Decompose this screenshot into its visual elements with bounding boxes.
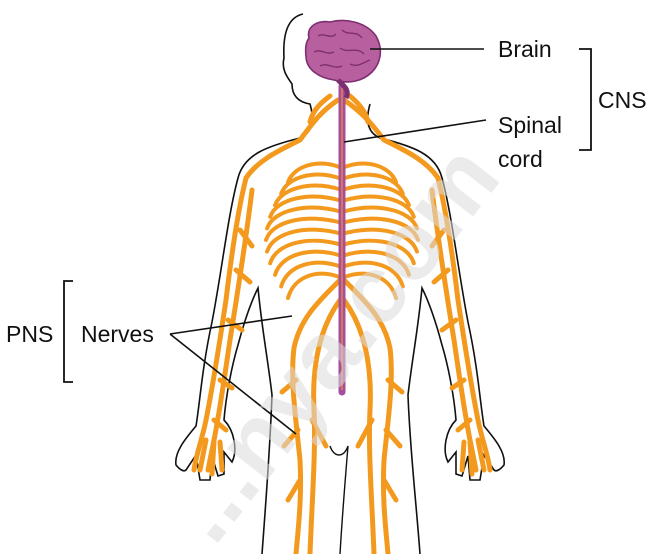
cns-label: CNS bbox=[598, 87, 647, 113]
brain-label: Brain bbox=[498, 36, 552, 62]
pns-label: PNS bbox=[6, 321, 53, 347]
pns-bracket bbox=[64, 281, 73, 382]
crotch-outline bbox=[330, 446, 348, 554]
brain bbox=[306, 21, 381, 98]
spinal-cord-label-line1: Spinal bbox=[498, 112, 562, 138]
nerves-label: Nerves bbox=[81, 321, 154, 347]
spinal-cord-leader bbox=[344, 120, 486, 142]
cns-bracket bbox=[579, 49, 591, 150]
spinal-cord-label-line2: cord bbox=[498, 146, 543, 172]
